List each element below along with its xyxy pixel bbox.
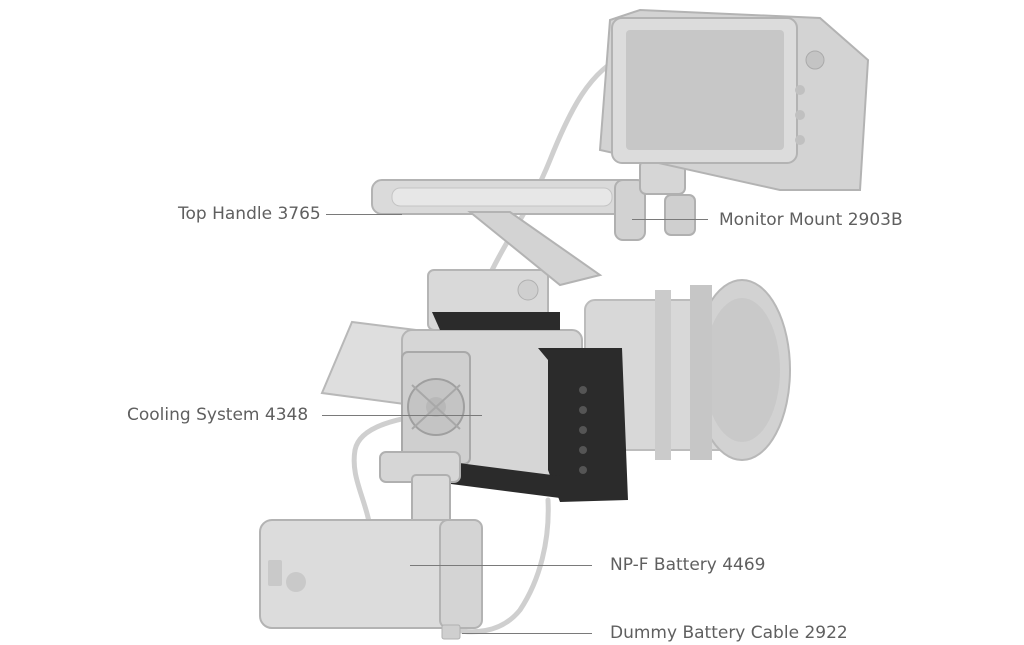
leader-line-dummy-battery-cable — [462, 633, 592, 634]
top-handle — [371, 179, 638, 287]
callout-dummy-battery-cable: Dummy Battery Cable 2922 — [610, 623, 848, 643]
callout-cooling-system: Cooling System 4348 — [127, 405, 309, 425]
leader-line-np-f-battery — [410, 565, 592, 566]
callout-monitor-mount: Monitor Mount 2903B — [719, 210, 903, 230]
leader-line-monitor-mount — [632, 219, 708, 220]
leader-line-top-handle — [326, 214, 402, 215]
monitor — [598, 8, 870, 191]
np-f-battery — [259, 519, 483, 640]
monitor-mount — [614, 159, 696, 241]
leader-line-cooling-system — [322, 415, 482, 416]
callout-np-f-battery: NP-F Battery 4469 — [610, 555, 766, 575]
callout-top-handle: Top Handle 3765 — [178, 204, 321, 224]
cooling-fan — [401, 351, 471, 465]
